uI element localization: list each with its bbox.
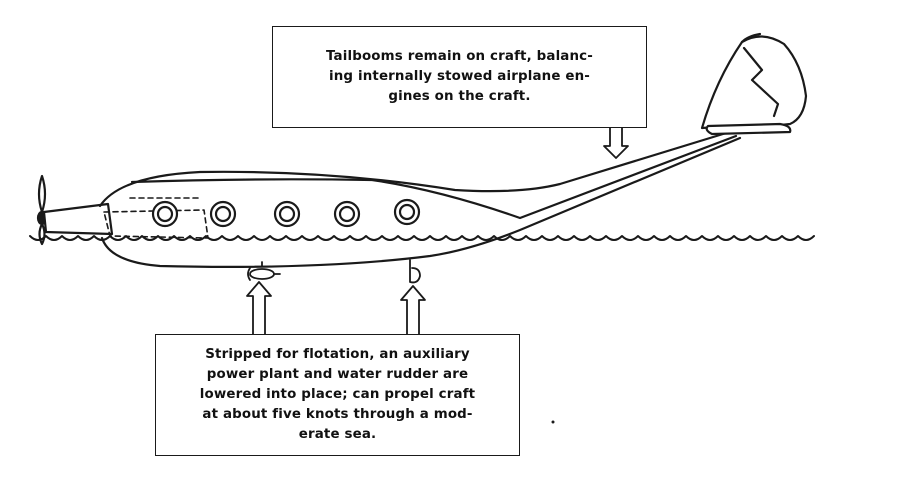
tail-stabilizer bbox=[705, 122, 792, 136]
porthole bbox=[273, 200, 301, 228]
porthole bbox=[333, 200, 361, 228]
callout-line: erate sea. bbox=[298, 427, 377, 442]
callout-line: Stripped for flotation, an auxiliary bbox=[205, 347, 470, 362]
stray-dot bbox=[551, 420, 555, 424]
callout-line: gines on the craft. bbox=[388, 89, 531, 104]
callout-line: Tailbooms remain on craft, balanc- bbox=[326, 49, 593, 64]
portholes bbox=[151, 198, 421, 228]
porthole bbox=[209, 200, 237, 228]
auxiliary-power-plant bbox=[247, 261, 281, 281]
tailbooms-callout-text: Tailbooms remain on craft, balanc- ing i… bbox=[326, 47, 593, 107]
fuselage-spine bbox=[130, 134, 738, 220]
tailbooms-callout: Tailbooms remain on craft, balanc- ing i… bbox=[272, 26, 647, 128]
nose-nacelle bbox=[42, 202, 114, 236]
tailboom-arrow bbox=[603, 127, 629, 159]
fuselage-lower bbox=[100, 136, 742, 268]
fuselage-upper bbox=[98, 128, 738, 208]
water-rudder bbox=[409, 259, 421, 284]
rudder-arrow bbox=[400, 285, 426, 335]
porthole bbox=[151, 200, 179, 228]
callout-line: at about five knots through a mod- bbox=[202, 407, 473, 422]
tail-fin bbox=[700, 32, 808, 130]
callout-line: lowered into place; can propel craft bbox=[199, 387, 476, 402]
propeller bbox=[36, 174, 48, 246]
callout-line: ing internally stowed airplane en- bbox=[329, 69, 590, 84]
callout-line: power plant and water rudder are bbox=[206, 367, 469, 382]
water-line bbox=[29, 235, 815, 241]
flotation-callout-text: Stripped for flotation, an auxiliary pow… bbox=[200, 345, 476, 445]
porthole bbox=[393, 198, 421, 226]
power-plant-arrow bbox=[246, 281, 272, 335]
flotation-callout: Stripped for flotation, an auxiliary pow… bbox=[155, 334, 520, 456]
